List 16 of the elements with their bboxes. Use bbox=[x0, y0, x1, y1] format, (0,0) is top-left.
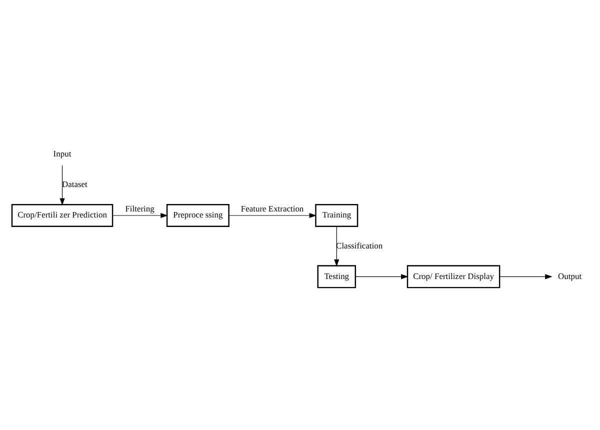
arrow bbox=[334, 226, 340, 266]
node-box: Testing bbox=[317, 264, 356, 288]
node-box: Crop/Fertili zer Prediction bbox=[11, 204, 114, 226]
node-text: Input bbox=[53, 148, 72, 158]
edge-label: Filtering bbox=[125, 202, 154, 213]
node-box: Training bbox=[315, 204, 358, 226]
edge-label: Dataset bbox=[62, 178, 88, 189]
node-box: Preproce ssing bbox=[166, 204, 230, 226]
arrow bbox=[112, 212, 168, 218]
edge-label: Feature Extraction bbox=[240, 202, 304, 213]
arrow bbox=[355, 274, 408, 279]
node-box: Crop/ Fertilizer Display bbox=[406, 264, 500, 288]
arrow bbox=[228, 212, 317, 218]
arrow bbox=[60, 164, 65, 205]
node-text: Output bbox=[558, 270, 582, 280]
arrow bbox=[499, 274, 552, 279]
